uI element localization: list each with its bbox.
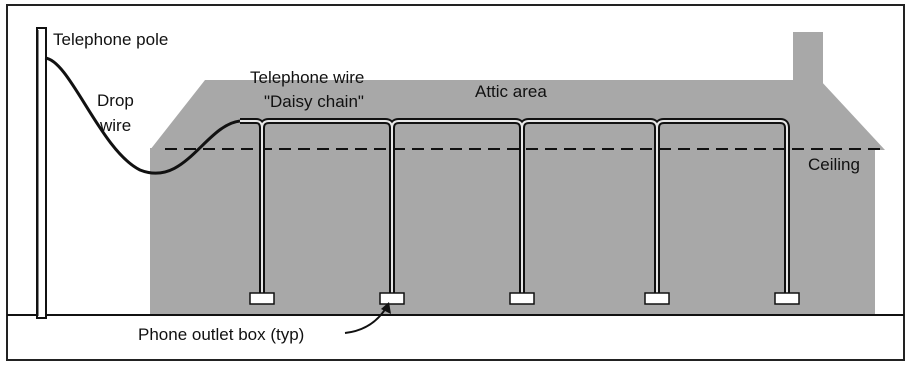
label-drop-wire-line1: Drop (97, 91, 134, 110)
phone-outlet-boxes (249, 292, 800, 305)
drop-wire (44, 56, 241, 175)
label-telephone-wire: Telephone wire (250, 68, 364, 87)
phone-outlet-box (774, 292, 800, 305)
label-ceiling: Ceiling (808, 155, 860, 174)
telephone-pole (36, 27, 47, 319)
daisy-chain-wire (240, 118, 790, 295)
house-body (150, 148, 875, 316)
label-daisy-chain: "Daisy chain" (264, 92, 364, 111)
outlet-callout-arrow (344, 307, 387, 334)
label-drop-wire-line2: wire (99, 116, 131, 135)
callout-arrowhead (381, 302, 391, 314)
phone-outlet-box (644, 292, 670, 305)
phone-outlet-box (249, 292, 275, 305)
label-phone-outlet-box: Phone outlet box (typ) (138, 325, 304, 344)
chimney (793, 32, 823, 87)
roof (150, 80, 885, 150)
house (150, 32, 885, 316)
phone-outlet-box (379, 292, 405, 305)
diagram-frame (6, 4, 905, 361)
label-attic-area: Attic area (475, 82, 547, 101)
phone-outlet-box (509, 292, 535, 305)
label-telephone-pole: Telephone pole (53, 30, 168, 49)
